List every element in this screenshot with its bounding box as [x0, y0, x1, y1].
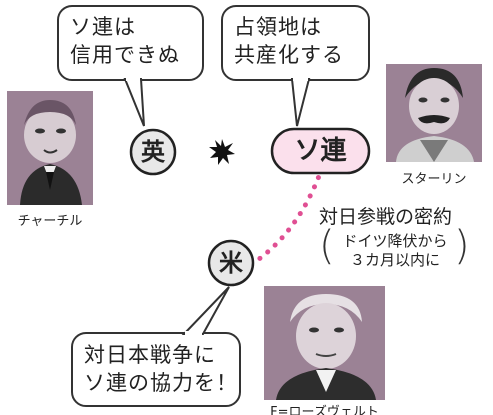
bubble-uk: [57, 5, 204, 127]
bubble-us-text: 対日本戦争に ソ連の協力を！: [84, 343, 238, 395]
open-paren-glyph: (: [319, 223, 335, 269]
node-us-label: 米: [219, 249, 243, 277]
agreement-condition-line2: ３カ月以内に: [349, 251, 440, 269]
bubble-ussr: [221, 5, 370, 127]
bubble-uk-text: ソ連は 信用できぬ: [70, 15, 180, 67]
bubble-ussr-text: 占領地は 共産化する: [234, 15, 344, 67]
secret-agreement-line: [252, 165, 325, 265]
secret-agreement-label: 対日参戦の密約: [319, 206, 453, 228]
portrait-churchill: [7, 91, 93, 205]
node-ussr-label: ソ連: [294, 136, 347, 166]
caption-churchill: チャーチル: [17, 214, 83, 229]
portrait-roosevelt: [264, 286, 385, 400]
caption-stalin: スターリン: [401, 172, 467, 187]
close-paren-glyph: ): [454, 223, 470, 269]
node-uk-circle: [129, 128, 177, 176]
portrait-stalin: [386, 64, 482, 162]
node-us-circle: [207, 239, 255, 287]
agreement-condition-line1: ドイツ降伏から: [342, 232, 448, 250]
node-uk-label: 英: [141, 138, 165, 166]
caption-roosevelt: F=ローズヴェルト: [270, 405, 379, 415]
bubble-us: [71, 286, 241, 407]
node-ussr-pill: [270, 127, 371, 175]
conflict-spark-icon: [209, 139, 235, 165]
